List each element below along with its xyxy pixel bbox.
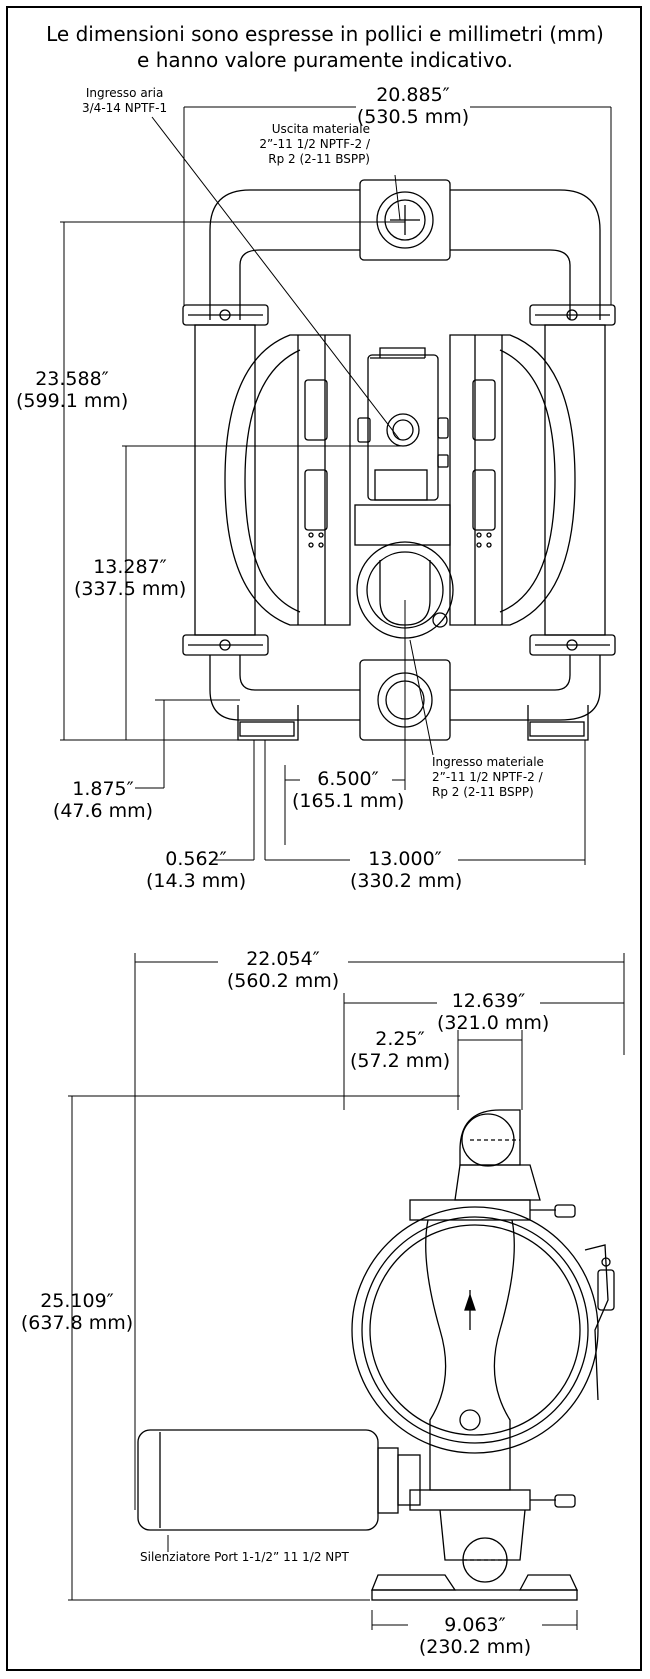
dim-slot-width: 0.562″ (14.3 mm) xyxy=(146,848,247,892)
header-line-1: Le dimensioni sono espresse in pollici e… xyxy=(46,22,604,46)
dim-foot-height: 1.875″ (47.6 mm) xyxy=(52,778,154,822)
dim-width-front: 20.885″ (530.5 mm) xyxy=(356,84,470,128)
front-pump-body xyxy=(182,179,616,741)
air-inlet-label: Ingresso aria 3/4-14 NPTF-1 xyxy=(82,86,168,115)
dim-air-inlet-height: 13.287″ (337.5 mm) xyxy=(74,556,187,600)
front-dimension-lines xyxy=(60,106,612,865)
fluid-outlet-label: Uscita materiale 2”-11 1/2 NPTF-2 / Rp 2… xyxy=(259,122,370,166)
side-pump-body xyxy=(137,1109,615,1601)
header-line-2: e hanno valore puramente indicativo. xyxy=(137,48,513,72)
dim-height-side: 25.109″ (637.8 mm) xyxy=(20,1290,134,1334)
fluid-inlet-label: Ingresso materiale 2”-11 1/2 NPTF-2 / Rp… xyxy=(432,755,544,799)
dim-port-offset: 2.25″ (57.2 mm) xyxy=(350,1028,451,1072)
dim-total-depth: 22.054″ (560.2 mm) xyxy=(226,948,340,992)
dim-mount-spacing: 13.000″ (330.2 mm) xyxy=(350,848,463,892)
dim-height-front: 23.588″ (599.1 mm) xyxy=(16,368,129,412)
drawing-frame xyxy=(6,6,642,1671)
dim-partial-depth: 12.639″ (321.0 mm) xyxy=(437,990,550,1034)
side-dimension-lines xyxy=(68,953,625,1630)
dim-center-offset: 6.500″ (165.1 mm) xyxy=(292,768,405,812)
dim-base-width: 9.063″ (230.2 mm) xyxy=(418,1614,532,1658)
muffler-label: Silenziatore Port 1-1/2” 11 1/2 NPT xyxy=(140,1550,349,1564)
